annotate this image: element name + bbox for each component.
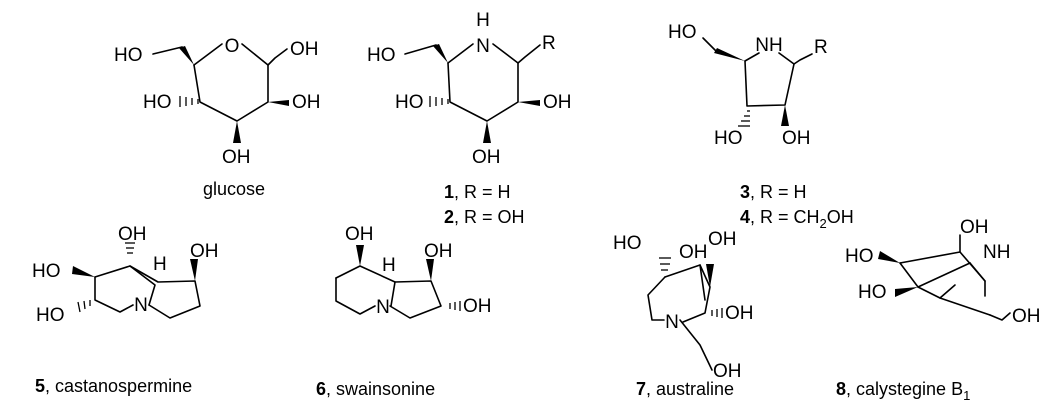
compound-name: , swainsonine — [326, 379, 435, 399]
atom-oh: OH — [424, 241, 453, 262]
compound-6-caption: 6, swainsonine — [316, 379, 435, 399]
compound-8-caption: 8, calystegine B1 — [836, 379, 970, 403]
atom-ho: HO — [32, 261, 61, 282]
compound-number: 8 — [836, 379, 846, 399]
atom-n: N — [134, 295, 148, 316]
atom-n: N — [476, 36, 490, 57]
atom-oh: OH — [782, 128, 811, 149]
compound-name: , castanospermine — [45, 376, 192, 396]
atom-ho: HO — [143, 92, 172, 113]
atom-oh: OH — [543, 92, 572, 113]
compound-number: 7 — [636, 379, 646, 399]
glucose-caption: glucose — [203, 179, 265, 199]
atom-ho: HO — [613, 233, 642, 254]
wedge-bond — [179, 46, 194, 65]
compound-number: 3 — [740, 182, 750, 202]
substituent-label: , R = OH — [454, 207, 525, 227]
atom-oh: OH — [960, 217, 989, 238]
atom-oh: OH — [345, 224, 374, 245]
atom-oh: OH — [472, 147, 501, 168]
atom-oh: OH — [679, 242, 708, 263]
compound-2-caption: 2, R = OH — [444, 207, 525, 227]
atom-ho: HO — [845, 246, 874, 267]
atom-r: R — [814, 37, 828, 58]
compound-name: , calystegine B — [846, 379, 963, 399]
atom-oh: OH — [1012, 306, 1041, 327]
atom-n: N — [376, 297, 390, 318]
atom-ho: HO — [36, 305, 65, 326]
atom-oh: OH — [725, 303, 754, 324]
atom-ho: HO — [668, 22, 697, 43]
subscript: 2 — [820, 216, 827, 231]
atom-nh: NH — [755, 35, 782, 56]
compound-3-caption: 3, R = H — [740, 182, 807, 202]
atom-n: N — [665, 312, 679, 333]
atom-h: H — [476, 10, 490, 31]
atom-oh: OH — [290, 39, 319, 60]
substituent-label: OH — [827, 207, 854, 227]
compound-number: 1 — [444, 182, 454, 202]
atom-oh: OH — [118, 224, 147, 245]
swainsonine-structure: OH OH H N OH 6, swainsonine — [316, 224, 492, 399]
atom-oh: OH — [222, 147, 251, 168]
atom-oh: OH — [708, 229, 737, 250]
calystegine-structure: OH NH HO HO OH 8, calystegine B1 — [836, 217, 1041, 403]
atom-oh: OH — [190, 241, 219, 262]
compound-1-caption: 1, R = H — [444, 182, 511, 202]
compound-4-caption: 4, R = CH2OH — [740, 207, 854, 231]
atom-ho: HO — [114, 45, 143, 66]
atom-nh: NH — [983, 242, 1010, 263]
atom-oh: OH — [463, 296, 492, 317]
substituent-label: , R = H — [454, 182, 511, 202]
atom-oh: OH — [713, 361, 742, 382]
atom-ho: HO — [395, 92, 424, 113]
atom-ho: HO — [714, 128, 743, 149]
atom-oh: OH — [292, 92, 321, 113]
atom-ho: HO — [858, 282, 887, 303]
atom-h: H — [153, 254, 167, 275]
castanospermine-structure: OH OH H HO N HO 5, castanospermine — [32, 224, 219, 396]
atom-h: H — [382, 255, 396, 276]
substituent-label: , R = H — [750, 182, 807, 202]
compound-number: 5 — [35, 376, 45, 396]
compound-5-caption: 5, castanospermine — [35, 376, 192, 396]
hashed-bond — [179, 96, 199, 107]
compound-name: , australine — [646, 379, 734, 399]
atom-o: O — [225, 36, 240, 57]
compound-7-caption: 7, australine — [636, 379, 734, 399]
atom-ho: HO — [367, 45, 396, 66]
compound-number: 4 — [740, 207, 750, 227]
compound-number: 2 — [444, 207, 454, 227]
atom-r: R — [542, 33, 556, 54]
substituent-label: , R = CH — [750, 207, 820, 227]
piperidine-structure: H N R HO OH HO OH 1, R = H 2, R = OH — [367, 10, 572, 227]
australine-structure: HO OH OH N OH OH 7, australine — [613, 229, 754, 399]
glucose-structure: O OH HO OH HO OH glucose — [114, 36, 321, 199]
pyrrolidine-structure: NH R HO HO OH 3, R = H 4, R = CH2OH — [668, 22, 854, 231]
compound-number: 6 — [316, 379, 326, 399]
subscript: 1 — [963, 388, 970, 403]
